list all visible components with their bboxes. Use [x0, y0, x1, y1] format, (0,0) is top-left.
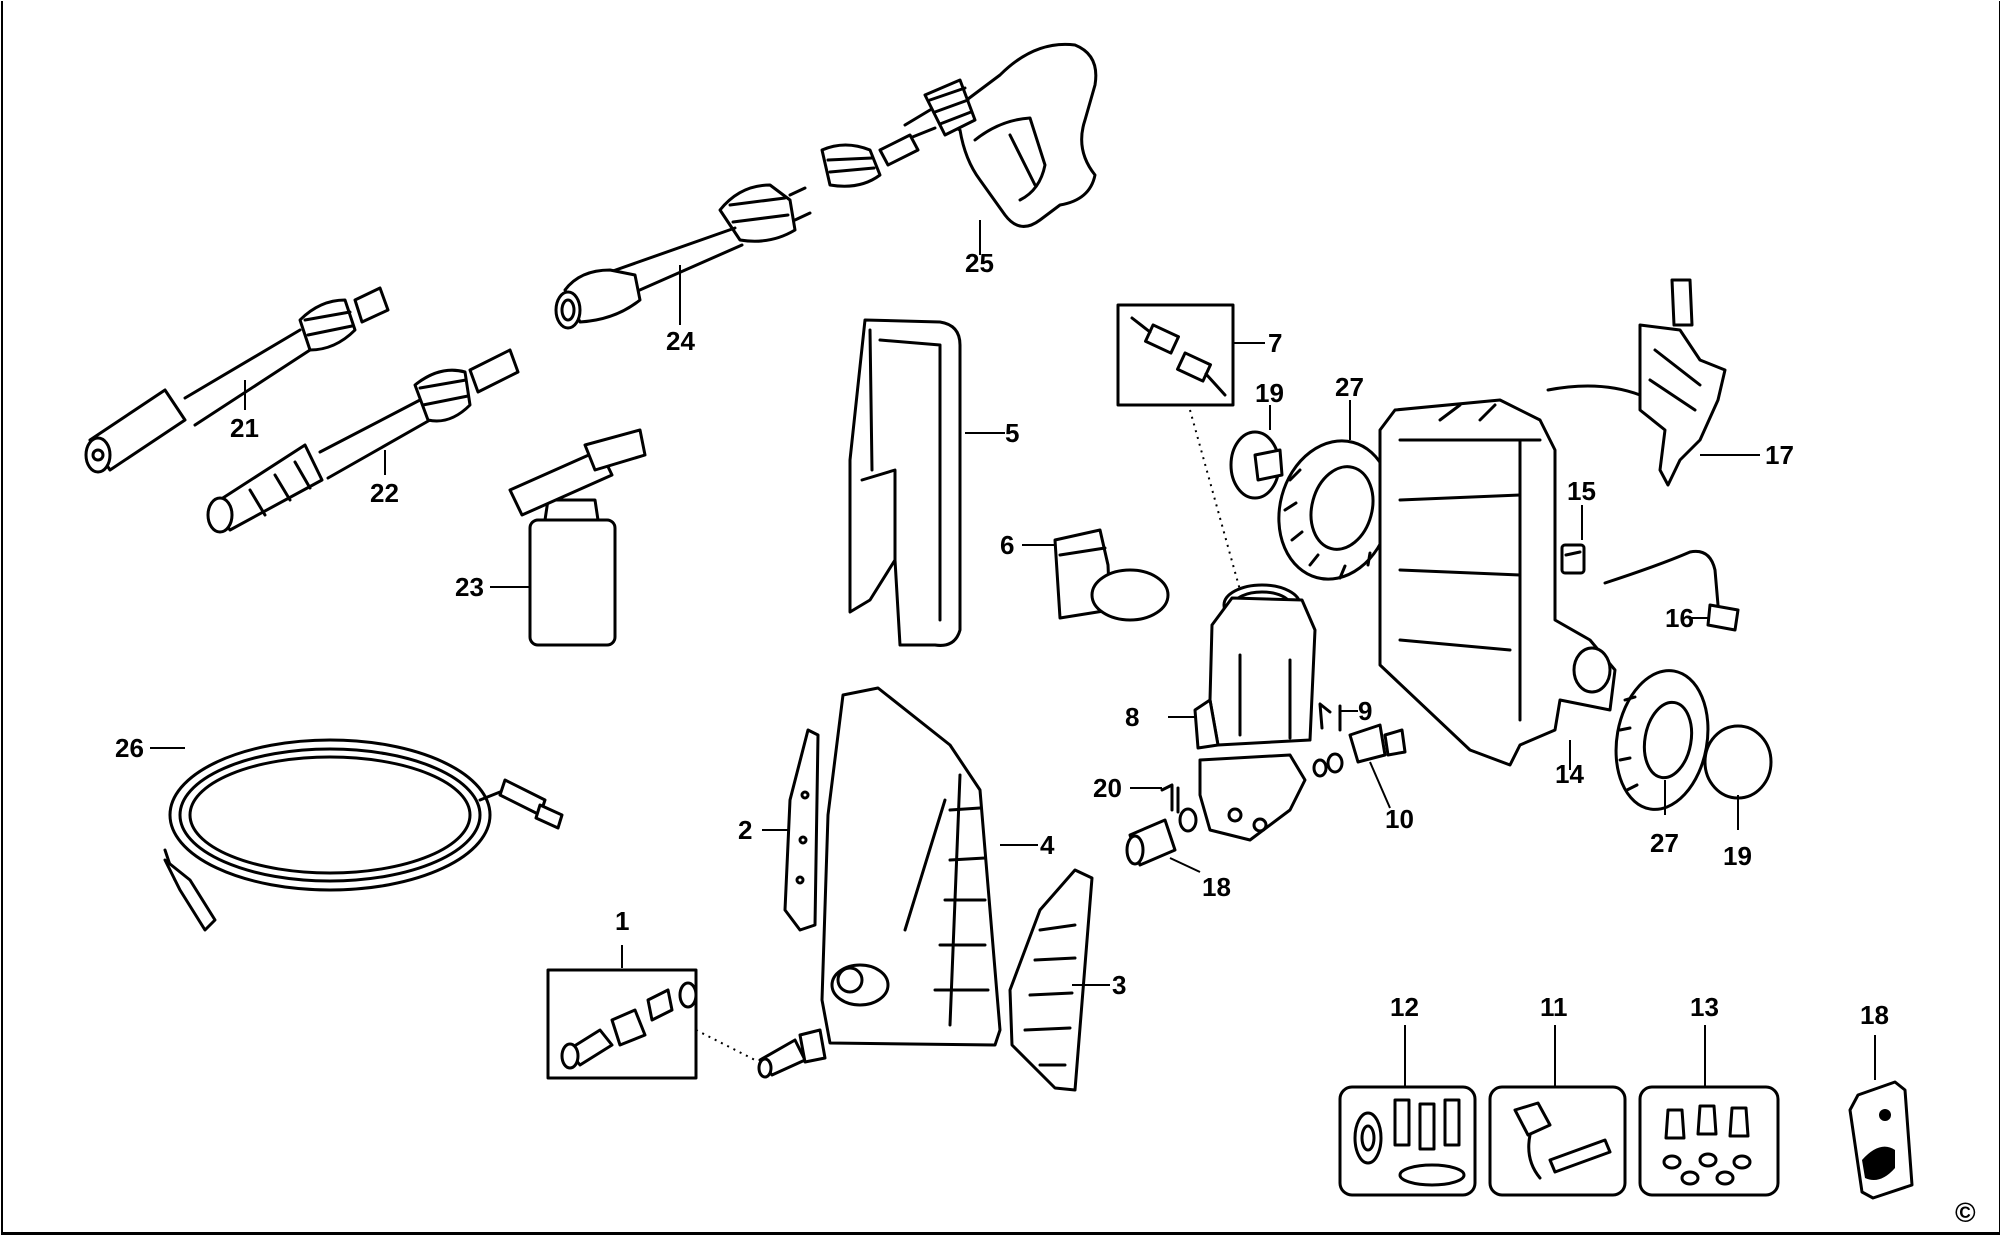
label-5: 5: [1005, 418, 1019, 448]
part-18-outlet-fitting: [1125, 807, 1198, 867]
label-15: 15: [1567, 476, 1596, 506]
label-23: 23: [455, 572, 484, 602]
label-17: 17: [1765, 440, 1794, 470]
label-21: 21: [230, 413, 259, 443]
part-20-clip: [1160, 783, 1180, 814]
copyright-mark: ©: [1955, 1197, 1976, 1228]
label-4: 4: [1040, 830, 1055, 860]
label-16: 16: [1665, 603, 1694, 633]
part-3-side-panel: [1008, 868, 1094, 1092]
leader-10: [1369, 761, 1391, 809]
label-26: 26: [115, 733, 144, 763]
label-19b: 19: [1723, 841, 1752, 871]
label-19a: 19: [1255, 378, 1284, 408]
part-4-front-cover: [820, 686, 1002, 1047]
label-3: 3: [1112, 970, 1126, 1000]
label-14: 14: [1555, 759, 1584, 789]
part-25-spray-gun: [903, 42, 1098, 228]
label-24: 24: [666, 326, 695, 356]
part-24-lance: [554, 133, 920, 330]
part-7-carbon-brush-kit: [1116, 303, 1235, 407]
label-6: 6: [1000, 530, 1014, 560]
leader-18a: [1169, 857, 1201, 873]
part-19-hub-cap-lower: [1703, 724, 1773, 800]
label-27b: 27: [1650, 828, 1679, 858]
label-9: 9: [1358, 696, 1372, 726]
dotted-link-7-to-8: [1189, 409, 1241, 591]
part-10-valve: [1312, 723, 1407, 778]
label-8: 8: [1125, 702, 1139, 732]
part-8-motor-pump: [1193, 583, 1317, 842]
part-15-switch: [1560, 543, 1586, 575]
part-19-hub-cap-upper: [1229, 430, 1284, 500]
label-13: 13: [1690, 992, 1719, 1022]
label-7: 7: [1268, 328, 1282, 358]
part-5-handle: [848, 318, 962, 647]
label-18b: 18: [1860, 1000, 1889, 1030]
part-12-pump-repair-kit: [1338, 1085, 1477, 1197]
part-9-clip: [1318, 702, 1342, 732]
part-22-lance: [206, 348, 520, 534]
part-13-valve-kit: [1638, 1085, 1780, 1197]
label-22: 22: [370, 478, 399, 508]
label-20: 20: [1093, 773, 1122, 803]
part-17-hose-bracket: [1546, 278, 1727, 487]
label-18a: 18: [1202, 872, 1231, 902]
part-26-hose: [163, 738, 564, 932]
part-6-cord-hook: [1053, 528, 1170, 622]
part-1-inlet-filter-kit: [546, 968, 827, 1080]
part-27-wheel-upper: [1277, 439, 1393, 581]
label-27a: 27: [1335, 372, 1364, 402]
part-2-side-trim: [783, 728, 820, 932]
part-21-lance: [84, 286, 390, 474]
label-11: 11: [1540, 992, 1568, 1022]
part-27-wheel-lower: [1614, 669, 1710, 811]
part-14-frame: [1378, 398, 1617, 767]
label-12: 12: [1390, 992, 1419, 1022]
label-25: 25: [965, 248, 994, 278]
part-18-grease-packet: [1848, 1080, 1914, 1200]
part-11-wiring-kit: [1488, 1085, 1627, 1197]
dotted-link-1: [695, 1029, 756, 1061]
part-23-detergent-bottle: [508, 428, 647, 647]
label-1: 1: [615, 906, 629, 936]
label-10: 10: [1385, 804, 1414, 834]
label-2: 2: [738, 815, 752, 845]
